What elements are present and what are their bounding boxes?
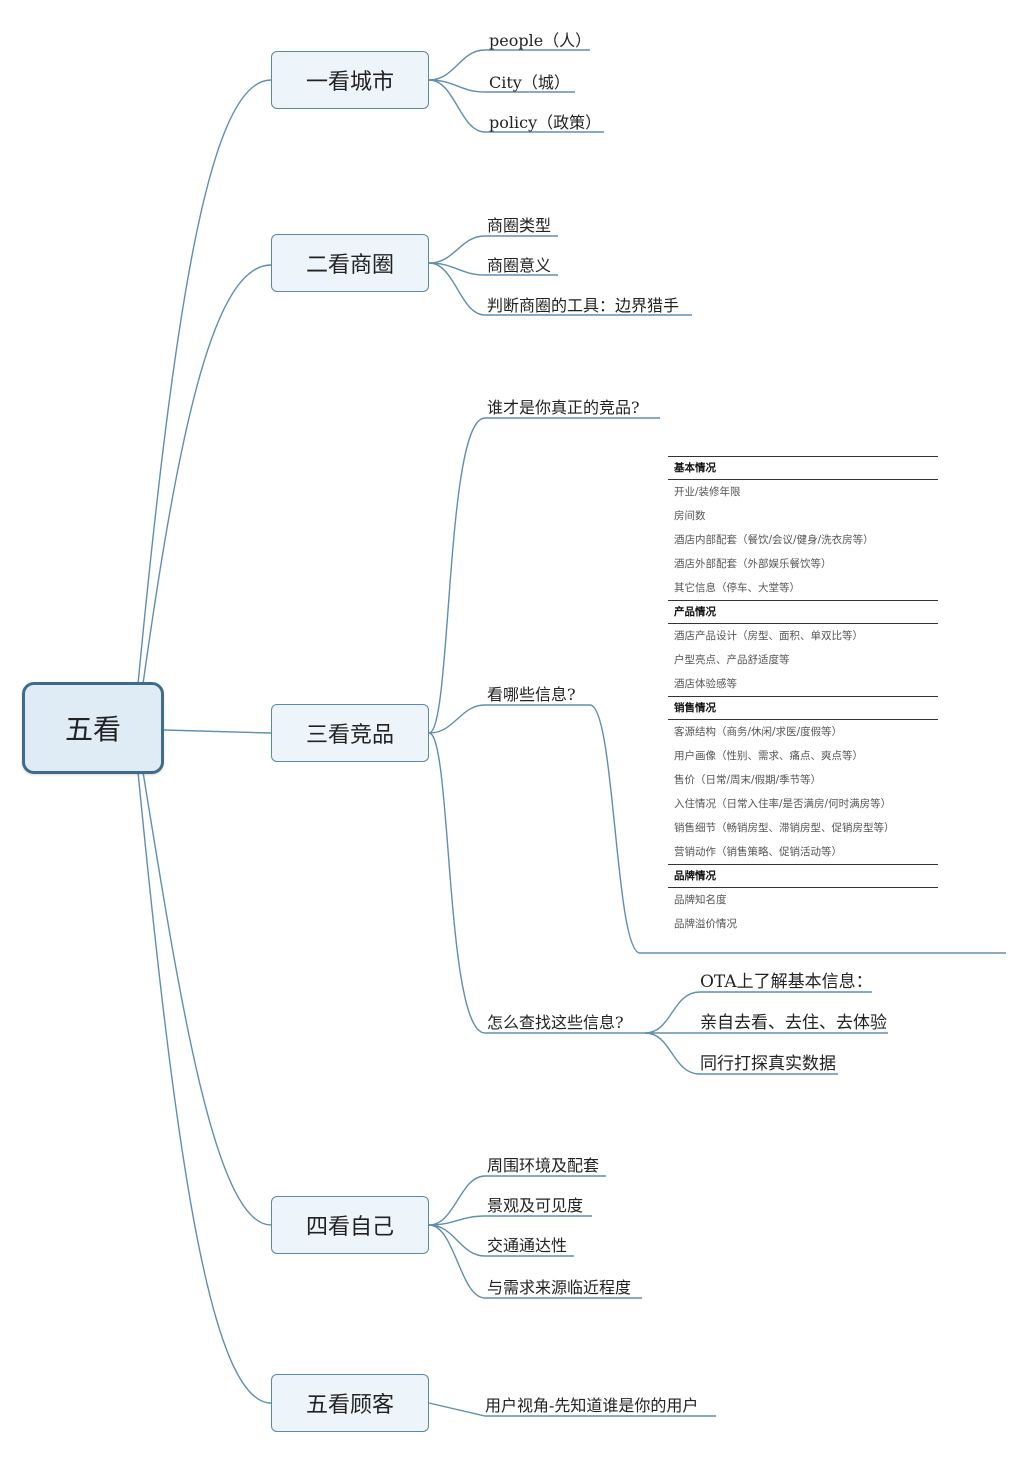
table-row: 营销动作（销售策略、促销活动等） (674, 846, 842, 858)
info-table: 基本情况 开业/装修年限 房间数 酒店内部配套（餐饮/会议/健身/洗衣房等） 酒… (668, 456, 938, 936)
leaf-city[interactable]: City（城） (489, 73, 570, 92)
table-row: 用户画像（性别、需求、痛点、爽点等） (674, 750, 863, 762)
table-row: 客源结构（商务/休闲/求医/度假等） (674, 726, 843, 738)
table-row: 户型亮点、产品舒适度等 (674, 654, 790, 666)
table-row: 品牌知名度 (674, 894, 727, 906)
branch-business-district[interactable]: 二看商圈 (271, 234, 429, 292)
table-section-header: 产品情况 (668, 600, 938, 624)
leaf-user-view[interactable]: 用户视角-先知道谁是你的用户 (485, 1396, 699, 1415)
branch-self[interactable]: 四看自己 (271, 1196, 429, 1254)
table-row: 品牌溢价情况 (674, 918, 737, 930)
table-row: 房间数 (674, 510, 706, 522)
leaf-real-competitor[interactable]: 谁才是你真正的竞品? (487, 398, 640, 417)
leaf-visit[interactable]: 亲自去看、去住、去体验 (700, 1013, 887, 1033)
branch-label: 四看自己 (305, 1215, 394, 1240)
table-section-header: 基本情况 (668, 456, 938, 480)
table-row: 开业/装修年限 (674, 486, 741, 498)
table-row: 酒店内部配套（餐饮/会议/健身/洗衣房等） (674, 534, 874, 546)
leaf-demand-proximity[interactable]: 与需求来源临近程度 (487, 1278, 632, 1297)
table-row: 入住情况（日常入住率/是否满房/何时满房等） (674, 798, 892, 810)
leaf-district-type[interactable]: 商圈类型 (487, 216, 552, 235)
table-row: 酒店产品设计（房型、面积、单双比等） (674, 630, 863, 642)
leaf-ota[interactable]: OTA上了解基本信息： (700, 972, 873, 992)
root-node[interactable]: 五看 (22, 682, 164, 774)
table-section-header: 品牌情况 (668, 864, 938, 888)
table-row: 酒店体验感等 (674, 678, 737, 690)
table-row: 销售细节（畅销房型、滞销房型、促销房型等） (674, 822, 895, 834)
table-row: 售价（日常/周末/假期/季节等） (674, 774, 822, 786)
branch-competitors[interactable]: 三看竞品 (271, 704, 429, 762)
branch-customers[interactable]: 五看顾客 (271, 1374, 429, 1432)
branch-label: 三看竞品 (305, 723, 394, 748)
table-section-header: 销售情况 (668, 696, 938, 720)
leaf-transport[interactable]: 交通通达性 (487, 1236, 568, 1255)
branch-city[interactable]: 一看城市 (271, 51, 429, 109)
branch-label: 一看城市 (305, 70, 394, 95)
leaf-district-meaning[interactable]: 商圈意义 (487, 256, 552, 275)
table-row: 其它信息（停车、大堂等） (674, 582, 800, 594)
leaf-peers[interactable]: 同行打探真实数据 (700, 1054, 836, 1074)
leaf-people[interactable]: people（人） (489, 31, 592, 50)
root-label: 五看 (64, 713, 121, 746)
branch-label: 二看商圈 (305, 253, 394, 278)
leaf-visibility[interactable]: 景观及可见度 (487, 1196, 584, 1215)
branch-label: 五看顾客 (305, 1393, 394, 1418)
table-row: 酒店外部配套（外部娱乐餐饮等） (674, 558, 832, 570)
leaf-policy[interactable]: policy（政策） (489, 113, 602, 132)
leaf-how-find[interactable]: 怎么查找这些信息? (487, 1013, 624, 1032)
leaf-surroundings[interactable]: 周围环境及配套 (487, 1156, 600, 1175)
leaf-which-info[interactable]: 看哪些信息? (487, 685, 576, 704)
leaf-district-tool[interactable]: 判断商圈的工具：边界猎手 (487, 296, 680, 315)
